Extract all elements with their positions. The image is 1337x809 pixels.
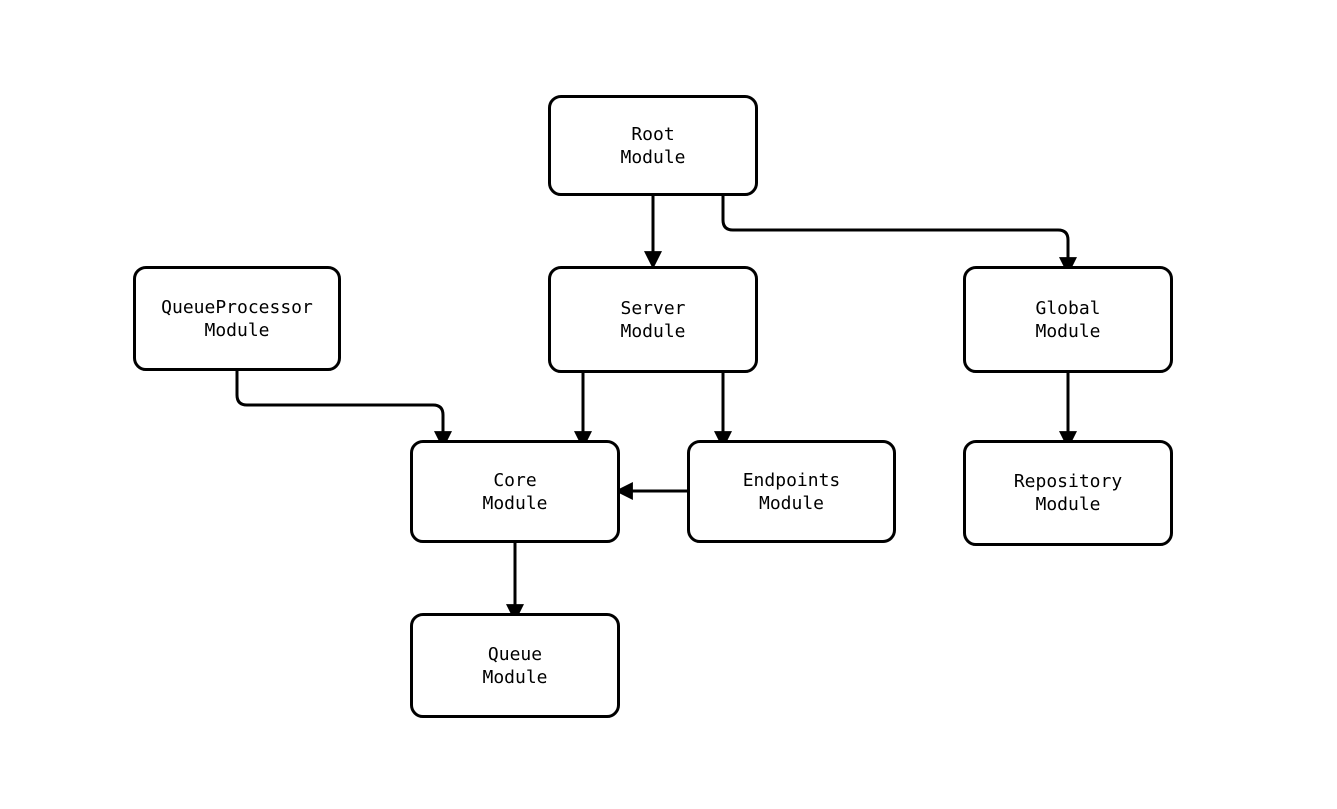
node-server-label-line2: Module: [620, 320, 686, 342]
edge-queueprocessor-to-core: [235, 371, 452, 450]
node-server[interactable]: Server Module: [548, 266, 758, 373]
node-endpoints-label-line1: Endpoints: [742, 469, 841, 491]
edge-root-to-global: [721, 196, 1077, 276]
node-core-label-line2: Module: [482, 492, 548, 514]
node-queue-label-line2: Module: [482, 666, 548, 688]
node-queue[interactable]: Queue Module: [410, 613, 620, 718]
node-queueprocessor-label-line1: QueueProcessor: [161, 296, 313, 318]
node-queueprocessor[interactable]: QueueProcessor Module: [133, 266, 341, 371]
node-global-label-line2: Module: [1035, 320, 1101, 342]
node-repository-label-line1: Repository: [1013, 471, 1123, 492]
node-root[interactable]: Root Module: [548, 95, 758, 196]
node-endpoints[interactable]: Endpoints Module: [687, 440, 896, 543]
node-queueprocessor-label-line2: Module: [204, 319, 270, 341]
node-endpoints-label-line2: Module: [758, 492, 825, 514]
node-core-label-line1: Core: [493, 469, 537, 491]
node-global[interactable]: Global Module: [963, 266, 1173, 373]
node-repository-label-line2: Module: [1035, 494, 1101, 515]
node-queue-label-line1: Queue: [487, 643, 543, 665]
node-root-label-line1: Root: [631, 123, 675, 145]
node-server-label-line1: Server: [620, 297, 686, 319]
node-repository[interactable]: Repository Module: [963, 440, 1173, 546]
node-core[interactable]: Core Module: [410, 440, 620, 543]
node-global-label-line1: Global: [1035, 297, 1101, 319]
node-root-label-line2: Module: [620, 146, 686, 168]
